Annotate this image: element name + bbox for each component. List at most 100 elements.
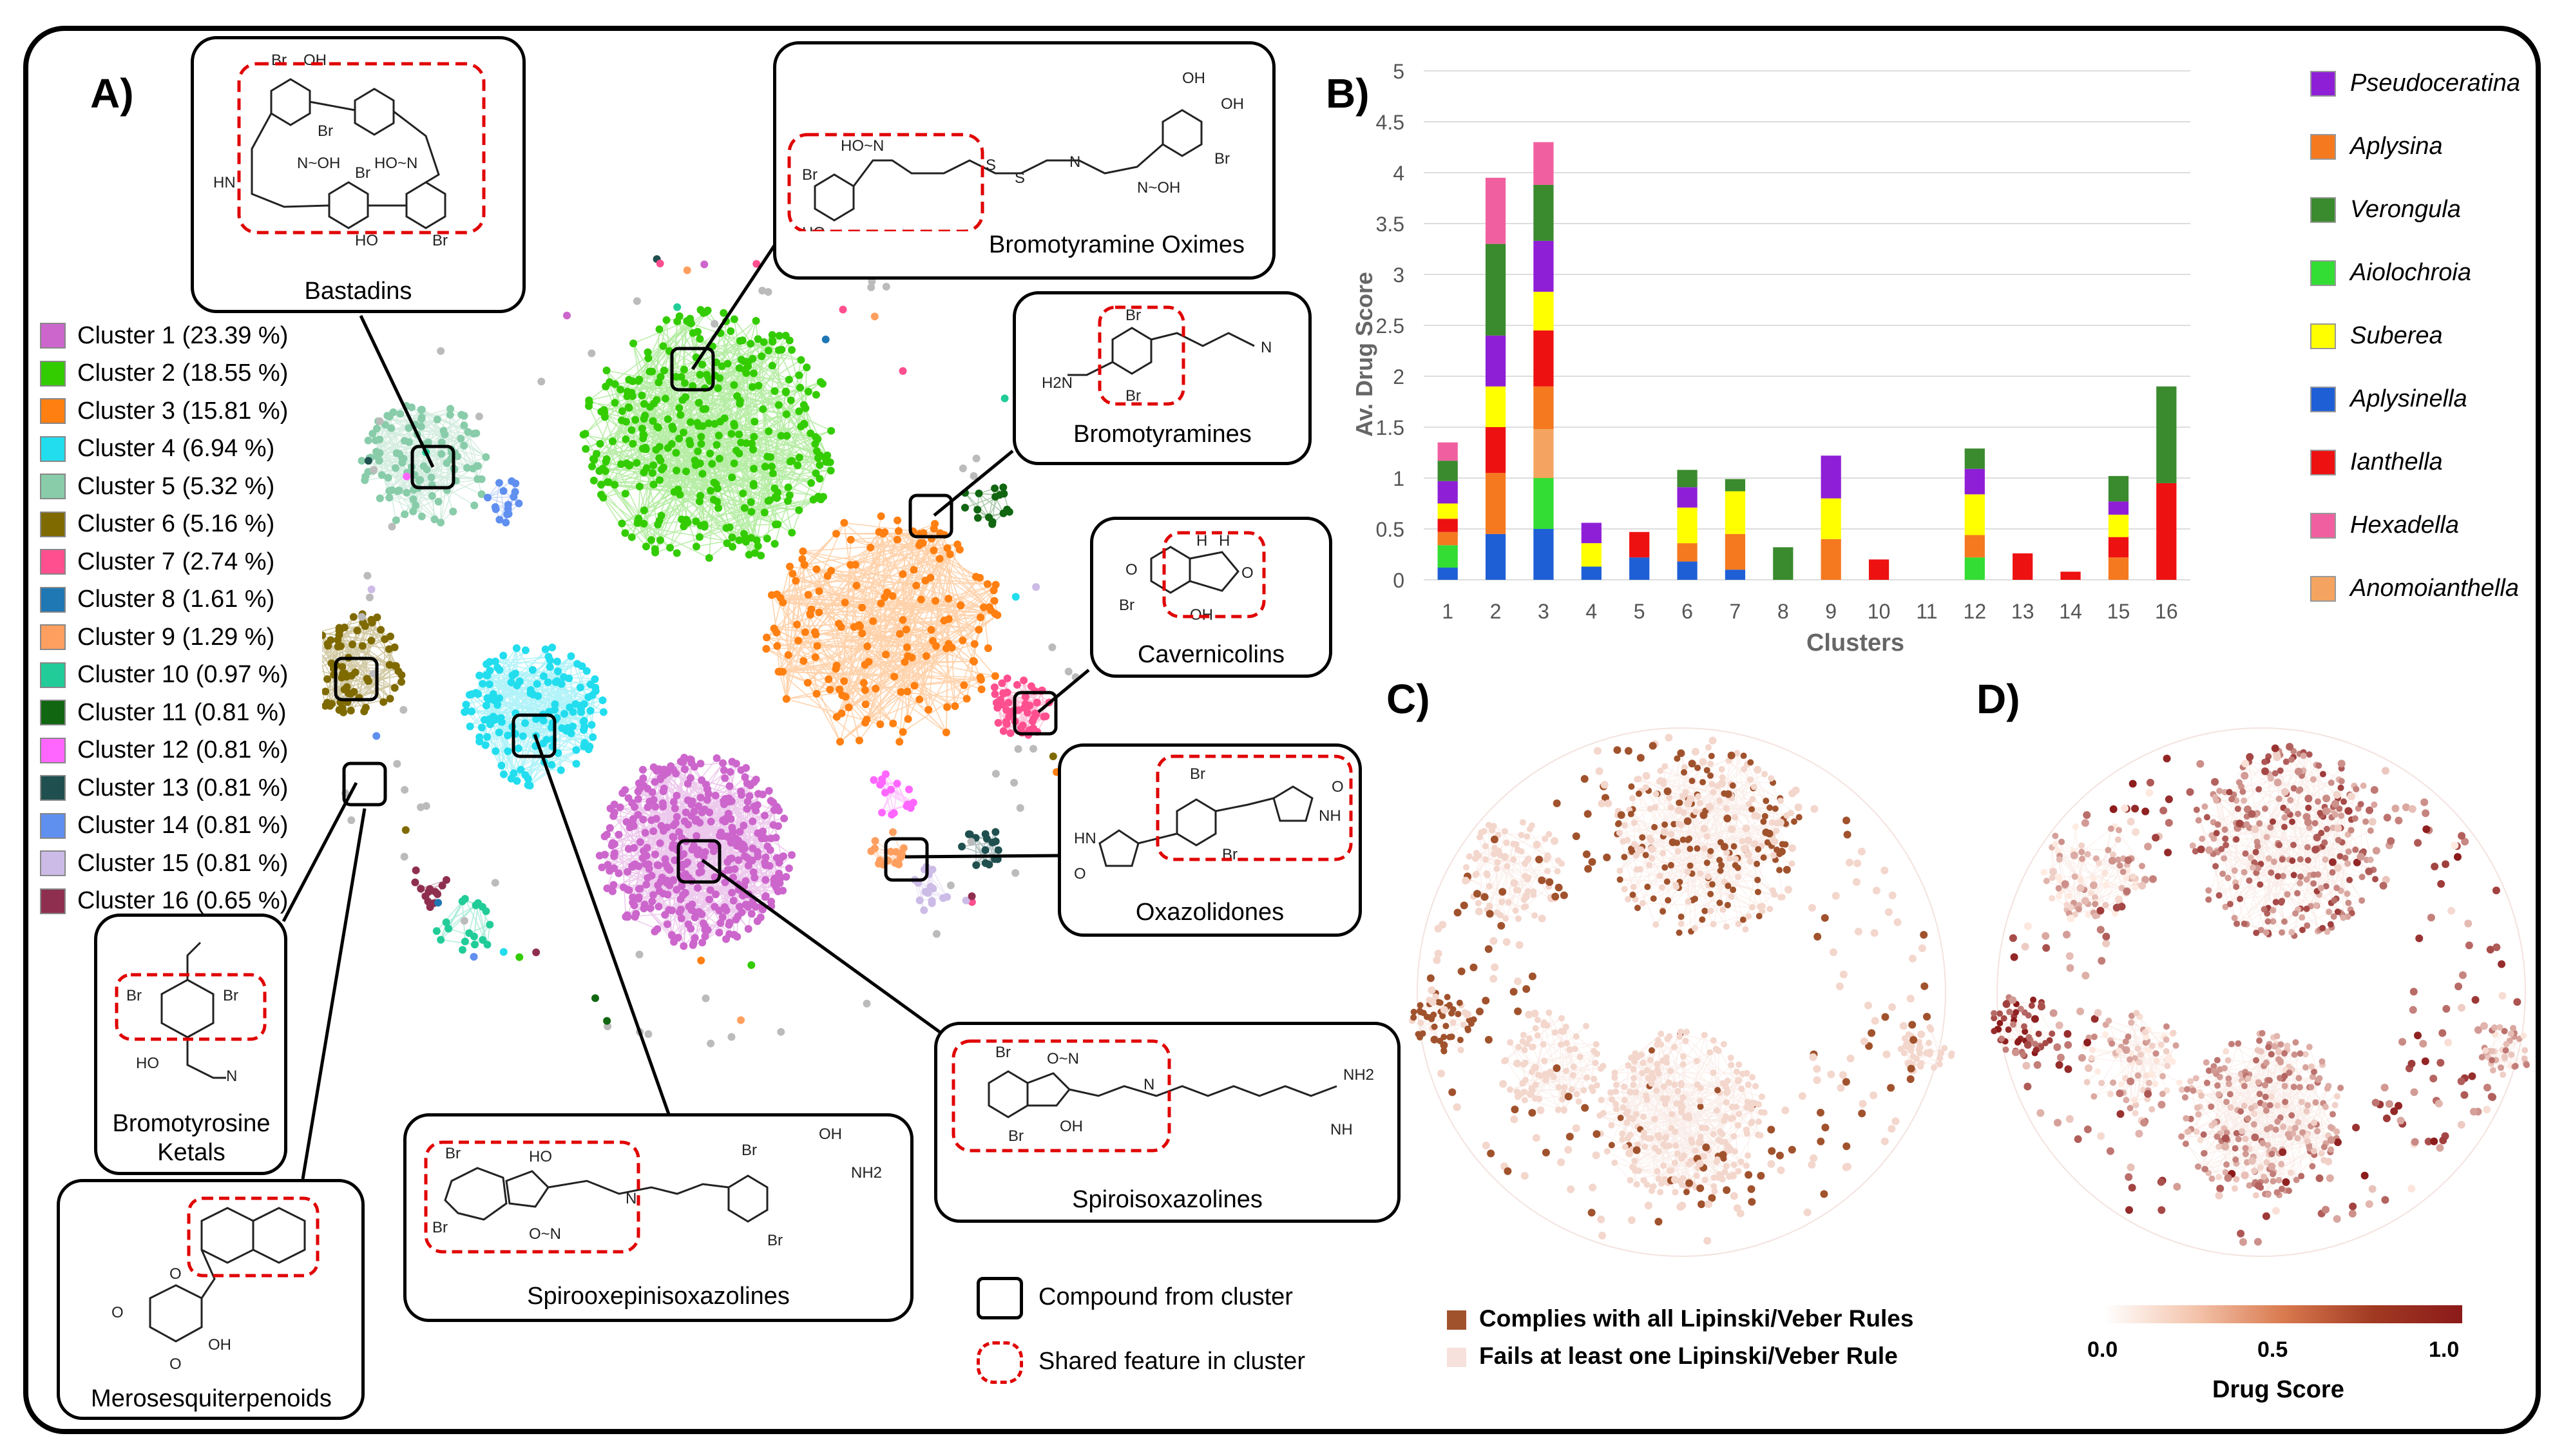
network-edge: [828, 655, 908, 680]
network-node: [931, 520, 939, 528]
network-edge: [646, 404, 780, 450]
network-edge: [720, 332, 805, 425]
network-node: [659, 803, 667, 811]
network-node: [639, 847, 647, 856]
network-edge: [699, 500, 789, 538]
network-node: [598, 863, 606, 872]
network-node: [499, 770, 508, 778]
network-edge: [731, 414, 787, 435]
network-edge: [766, 528, 935, 638]
network-node: [889, 828, 897, 836]
figure-frame: [23, 26, 2541, 1434]
network-edge: [771, 544, 958, 596]
network-edge: [325, 675, 402, 693]
network-node: [609, 437, 617, 445]
network-node: [832, 664, 840, 673]
network-node: [621, 529, 629, 537]
network-node: [379, 698, 388, 706]
network-edge: [907, 531, 914, 720]
network-edge: [330, 617, 354, 664]
network-edge: [709, 512, 765, 559]
network-node: [731, 865, 739, 874]
panel-b-label: B): [1326, 70, 1370, 117]
network-node: [770, 387, 779, 395]
network-node: [328, 700, 336, 708]
network-edge: [423, 463, 447, 467]
network-node: [702, 308, 710, 316]
network-edge: [816, 643, 975, 694]
network-node: [955, 546, 964, 554]
network-edge: [662, 770, 725, 894]
network-edge: [593, 330, 731, 459]
network-edge: [709, 812, 727, 911]
network-edge: [783, 602, 863, 608]
bar-segment-aplysinella: [1581, 566, 1602, 580]
network-node: [912, 581, 921, 589]
network-node: [639, 816, 647, 824]
network-node: [691, 934, 699, 942]
network-node: [701, 923, 709, 931]
network-edge: [885, 774, 895, 814]
network-edge: [614, 852, 660, 892]
network-node: [567, 652, 575, 660]
network-edge: [751, 466, 766, 539]
network-node: [721, 818, 729, 826]
network-edge: [607, 415, 646, 483]
network-node: [714, 384, 722, 392]
network-edge: [499, 670, 588, 699]
network-node: [751, 874, 759, 882]
network-node: [730, 459, 738, 468]
network-edge: [863, 533, 884, 684]
network-node: [633, 459, 641, 467]
network-edge: [709, 321, 727, 559]
network-node: [899, 570, 907, 579]
network-edge: [750, 343, 780, 351]
network-edge: [474, 924, 490, 945]
network-edge: [432, 484, 435, 520]
network-edge: [486, 705, 590, 747]
network-edge: [865, 647, 953, 723]
network-node: [895, 629, 904, 638]
network-node: [377, 626, 385, 634]
network-node: [378, 471, 386, 479]
network-edge: [441, 939, 475, 945]
x-tick-label: 7: [1730, 600, 1741, 623]
network-node: [654, 881, 662, 890]
network-edge: [421, 418, 486, 458]
network-node: [992, 698, 1000, 707]
network-node: [926, 573, 935, 582]
network-node: [652, 814, 660, 823]
bar-segment-verongula: [1437, 461, 1458, 481]
network-node: [1013, 681, 1021, 689]
network-node: [388, 486, 396, 494]
network-edge: [683, 349, 780, 433]
network-edge: [423, 448, 452, 467]
network-node: [653, 423, 662, 431]
network-edge: [764, 391, 787, 513]
network-node: [903, 643, 912, 651]
network-node: [889, 719, 897, 727]
network-edge: [695, 465, 770, 501]
species-swatch: [2310, 323, 2336, 349]
network-edge: [778, 522, 845, 672]
network-node: [368, 618, 376, 627]
network-node: [694, 802, 703, 810]
network-node: [497, 718, 506, 726]
network-node: [730, 419, 738, 428]
network-node: [990, 586, 998, 595]
network-node: [385, 412, 394, 421]
network-edge: [643, 418, 740, 541]
network-edge: [817, 629, 932, 647]
network-edge: [779, 671, 860, 741]
network-node: [733, 392, 741, 400]
network-edge: [515, 673, 595, 680]
bar-segment-verongula: [1533, 184, 1554, 241]
network-edge: [796, 580, 988, 585]
bar-segment-pseudoceratina: [1964, 468, 1985, 495]
y-axis-label: Av. Drug Score: [1353, 272, 1377, 437]
network-edge: [816, 629, 932, 635]
network-edge: [808, 594, 839, 624]
network-node: [748, 856, 756, 865]
network-node: [628, 392, 636, 400]
